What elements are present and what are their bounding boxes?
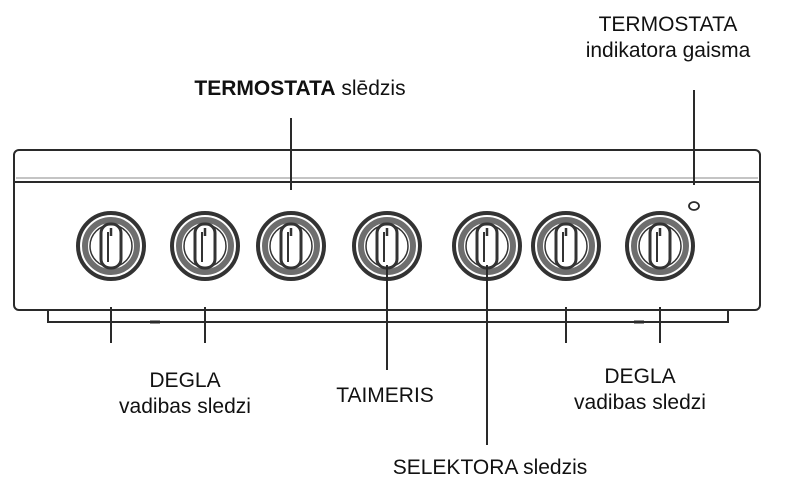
- knob-burner-2[interactable]: [170, 211, 240, 281]
- leader-lines: [110, 90, 695, 445]
- knob-burner-1[interactable]: [76, 211, 146, 281]
- knob-selector[interactable]: [452, 211, 522, 281]
- burner-left-label-line2: vadibas sledzi: [119, 395, 251, 418]
- knob-burner-4[interactable]: [625, 211, 695, 281]
- knob-row: [76, 211, 695, 281]
- knob-burner-3[interactable]: [531, 211, 601, 281]
- knob-grip: [193, 222, 217, 270]
- burner-controls-left-label: DEGLA vadibas sledzi: [55, 368, 315, 420]
- thermostat-indicator-label: TERMOSTATA indikatora gaisma: [568, 12, 768, 64]
- timer-label: TAIMERIS: [336, 384, 434, 407]
- burner-left-label-line1: DEGLA: [149, 369, 221, 392]
- burner-controls-right-label: DEGLA vadibas sledzi: [510, 364, 770, 416]
- thermostat-switch-label-bold: TERMOSTATA: [194, 77, 336, 100]
- selector-switch-label: SELEKTORA sledzis: [392, 456, 588, 479]
- burner-right-label-line2: vadibas sledzi: [574, 391, 706, 414]
- thermostat-indicator-label-line1: TERMOSTATA: [598, 13, 738, 36]
- knob-grip: [554, 222, 578, 270]
- thermostat-indicator-light: [688, 201, 700, 211]
- thermostat-indicator-label-line2: indikatora gaisma: [585, 39, 751, 62]
- thermostat-switch-label: TERMOSTATA slēdzis: [150, 76, 450, 102]
- knob-grip: [648, 222, 672, 270]
- knob-grip: [279, 222, 303, 270]
- burner-right-label-line1: DEGLA: [604, 365, 676, 388]
- knob-thermostat[interactable]: [256, 211, 326, 281]
- thermostat-switch-label-rest: slēdzis: [341, 77, 406, 100]
- knob-grip: [99, 222, 123, 270]
